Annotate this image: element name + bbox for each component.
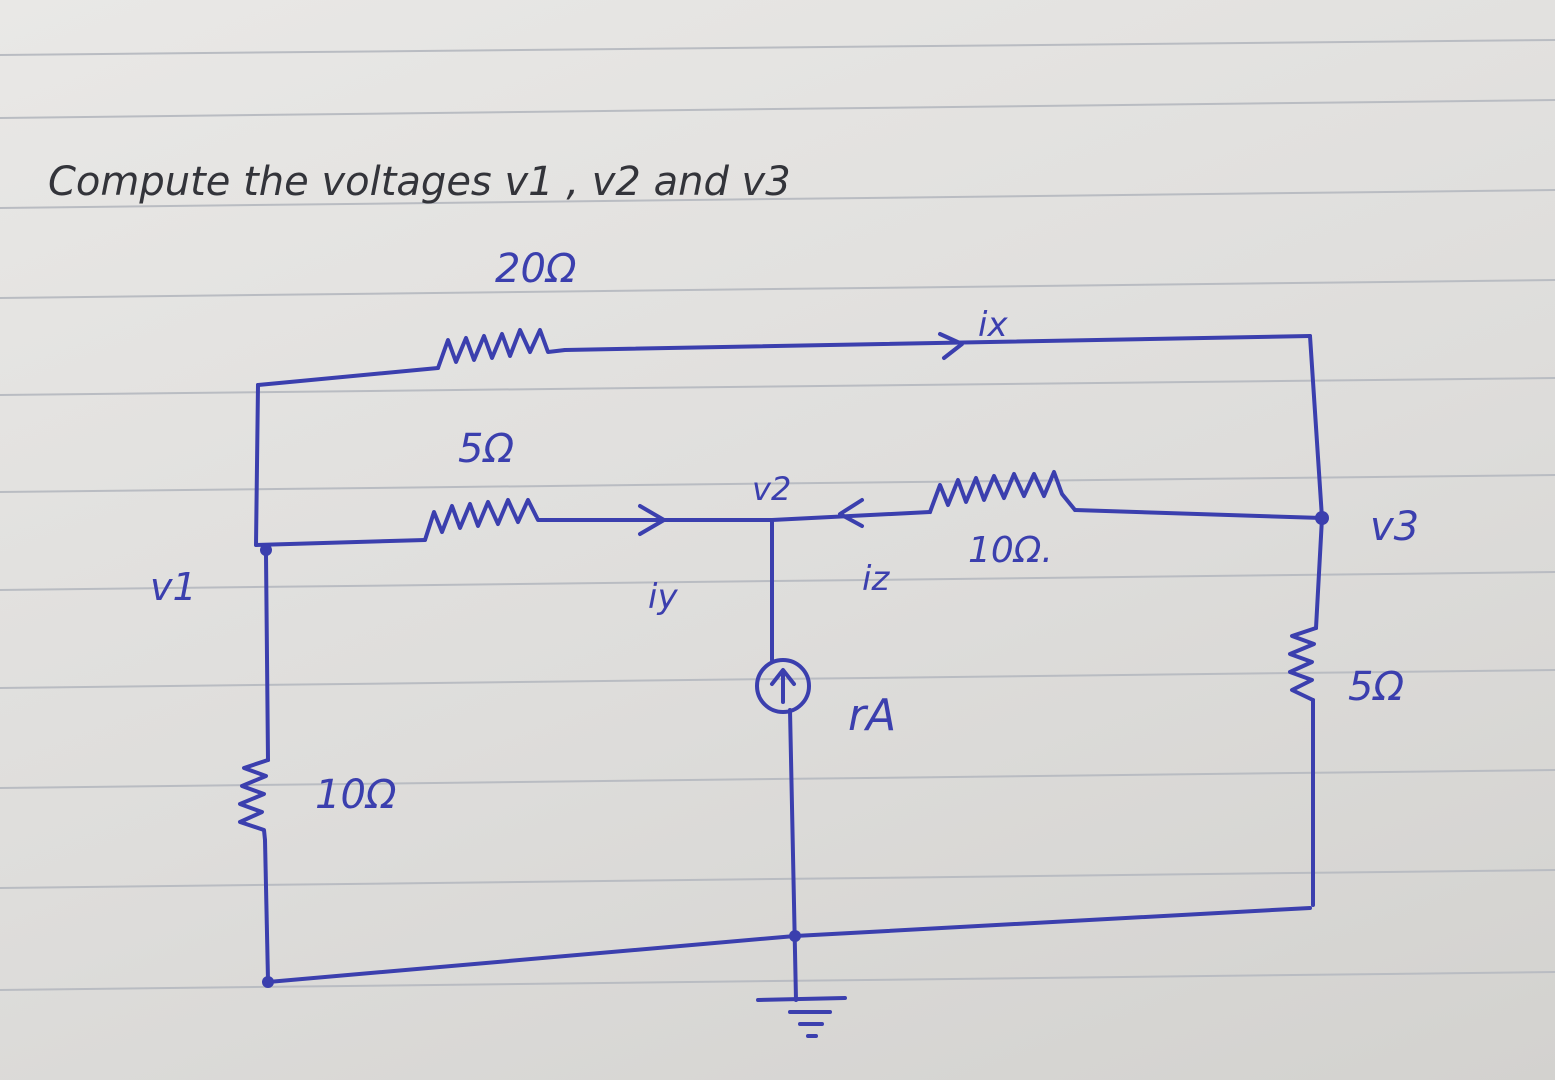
arrow-iz-icon: [838, 498, 864, 528]
label-v1: v1: [150, 565, 197, 609]
label-r-mid-right: 10Ω.: [968, 530, 1053, 571]
label-r-mid-left: 5Ω: [458, 426, 514, 472]
arrow-iy-icon: [638, 504, 666, 536]
label-v3: v3: [1370, 504, 1419, 550]
label-r-top: 20Ω: [495, 246, 577, 292]
resistor-10ohm-left: [238, 758, 270, 842]
arrow-ix-icon: [938, 332, 964, 360]
question-text: Compute the voltages v1 , v2 and v3: [48, 159, 791, 205]
wires: [254, 334, 1324, 1002]
label-r-right: 5Ω: [1348, 664, 1404, 710]
node-ground: [789, 930, 801, 942]
ruled-lines: [0, 39, 1555, 991]
node-v1: [260, 544, 272, 556]
label-r-left: 10Ω: [315, 772, 397, 818]
label-v2: v2: [752, 470, 791, 508]
label-iz: iz: [862, 559, 890, 599]
ground-icon: [756, 996, 847, 1038]
node-v3: [1315, 511, 1329, 525]
label-current-source: rA: [848, 690, 896, 741]
current-source: [755, 658, 811, 714]
resistor-5ohm-right: [1288, 626, 1318, 702]
label-ix: ix: [978, 305, 1008, 345]
node-bottom-left: [262, 976, 274, 988]
resistor-5ohm-middle: [423, 498, 547, 542]
resistor-20ohm: [436, 328, 567, 370]
label-iy: iy: [648, 577, 678, 617]
resistor-10ohm-middle: [928, 470, 1077, 514]
